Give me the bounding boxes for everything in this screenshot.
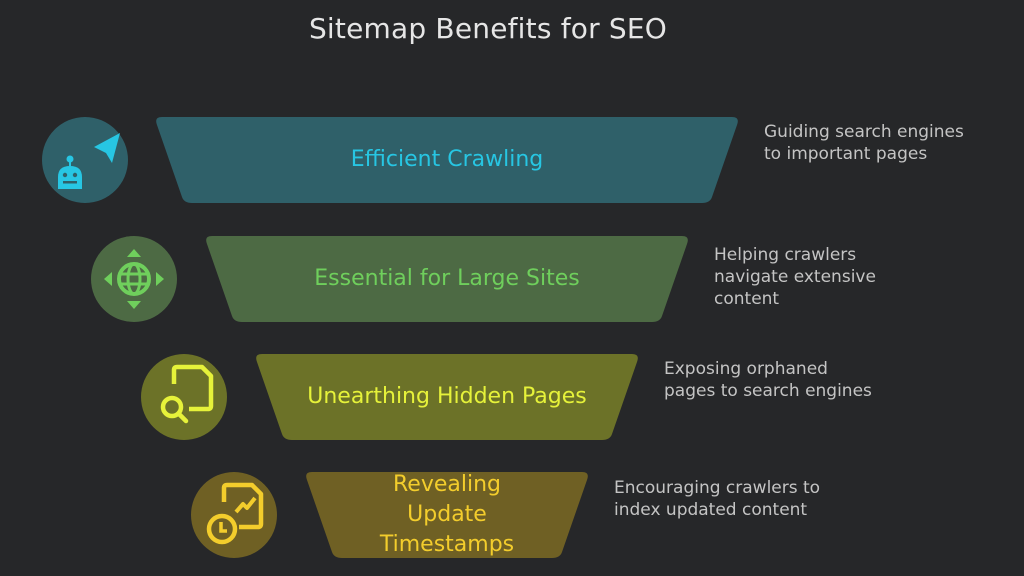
- diagram-title: Sitemap Benefits for SEO: [308, 12, 668, 45]
- step-4-label: Revealing Update Timestamps: [379, 472, 515, 557]
- step-2-description: Helping crawlers navigate extensive cont…: [714, 245, 876, 309]
- step-3-description: Exposing orphaned pages to search engine…: [664, 359, 872, 401]
- step-1-label: Efficient Crawling: [350, 147, 544, 172]
- step-3-icon-circle: [141, 354, 227, 440]
- step-4-icon-circle: [191, 472, 277, 558]
- step-1-description: Guiding search engines to important page…: [764, 122, 964, 164]
- step-2-band: Essential for Large Sites: [204, 236, 690, 322]
- step-4-band: Revealing Update Timestamps: [304, 472, 590, 558]
- step-1-icon-circle: [42, 117, 128, 203]
- step-4-description: Encouraging crawlers to index updated co…: [614, 478, 821, 520]
- robot-navigation-icon: [58, 133, 120, 189]
- step-3-label: Unearthing Hidden Pages: [307, 384, 587, 409]
- step-3-band: Unearthing Hidden Pages: [254, 354, 640, 440]
- step-2-label: Essential for Large Sites: [314, 266, 580, 291]
- step-1-band: Efficient Crawling: [154, 117, 740, 203]
- globe-arrows-icon: [104, 249, 164, 309]
- document-clock-icon: [206, 482, 264, 545]
- step-2-icon-circle: [91, 236, 177, 322]
- document-search-icon: [160, 364, 214, 424]
